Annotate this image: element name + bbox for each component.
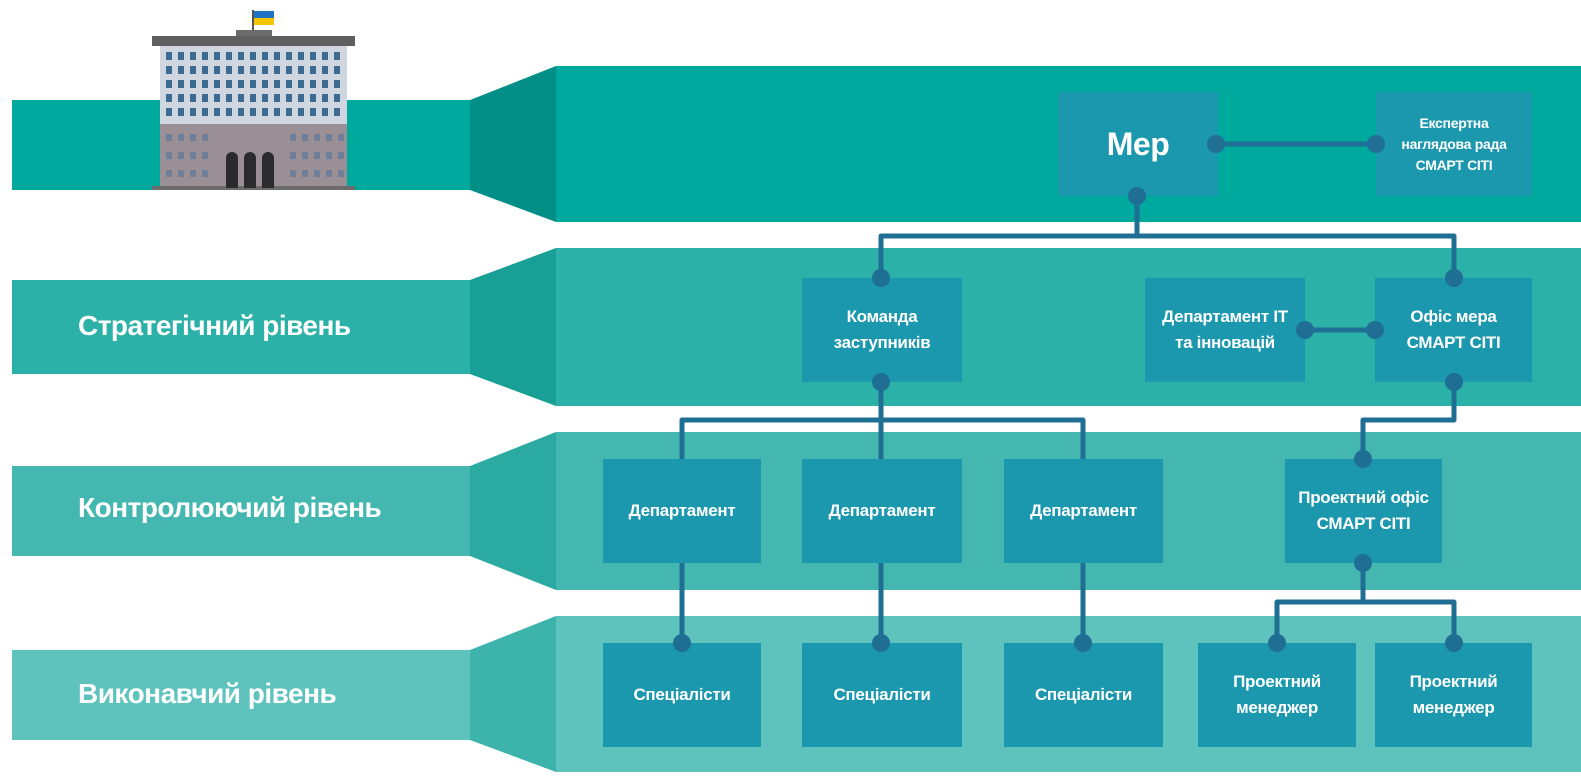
dot-project-bottom (1354, 554, 1372, 572)
level-label-strategic: Стратегічний рівень (78, 310, 351, 341)
level-label-executive: Виконавчий рівень (78, 678, 337, 709)
specialists-box-3: Спеціалісти (1004, 643, 1163, 747)
dot-office-left (1366, 321, 1384, 339)
deputies-team-box: Команда заступників (802, 278, 962, 382)
dot-deputies-top (872, 269, 890, 287)
dot-project-top (1354, 450, 1372, 468)
dot-office-top (1445, 269, 1463, 287)
dot-spec1-top (673, 634, 691, 652)
dot-pm1-top (1268, 634, 1286, 652)
dot-it-right (1296, 321, 1314, 339)
band-top-connector (470, 66, 556, 222)
it-department-box: Департамент ІТ та інновацій (1145, 278, 1305, 382)
dot-mayor-bottom (1128, 187, 1146, 205)
mayor-box: Мер (1058, 92, 1218, 196)
project-manager-box-2: Проектний менеджер (1375, 643, 1532, 747)
level-label-control: Контролюючий рівень (78, 492, 382, 523)
dot-pm2-top (1445, 634, 1463, 652)
connector-project-managers (1274, 563, 1457, 643)
dot-office-bottom (1445, 373, 1463, 391)
band-strategic-connector (470, 248, 556, 406)
dot-spec3-top (1074, 634, 1092, 652)
specialists-box-1: Спеціалісти (603, 643, 761, 747)
band-exec-connector (470, 616, 556, 772)
connector-deputies-down (679, 382, 1086, 459)
specialists-box-2: Спеціалісти (802, 643, 962, 747)
connector-office-project (1360, 382, 1457, 459)
band-control-left (12, 466, 470, 556)
dot-expert-left (1367, 135, 1385, 153)
department-box-3: Департамент (1004, 459, 1163, 563)
band-control-connector (470, 432, 556, 590)
band-exec-left (12, 650, 470, 740)
connector-mayor-down (878, 196, 1457, 278)
dot-spec2-top (872, 634, 890, 652)
project-office-box: Проектний офіс СМАРТ СІТІ (1285, 459, 1442, 563)
dot-mayor-right (1207, 135, 1225, 153)
dot-deputies-bottom (872, 373, 890, 391)
department-box-1: Департамент (603, 459, 761, 563)
department-box-2: Департамент (802, 459, 962, 563)
expert-council-box: Експертна наглядова рада СМАРТ СІТІ (1376, 92, 1532, 196)
project-manager-box-1: Проектний менеджер (1198, 643, 1356, 747)
mayor-office-box: Офіс мера СМАРТ СІТІ (1375, 278, 1532, 382)
band-strategic-left (12, 280, 470, 374)
